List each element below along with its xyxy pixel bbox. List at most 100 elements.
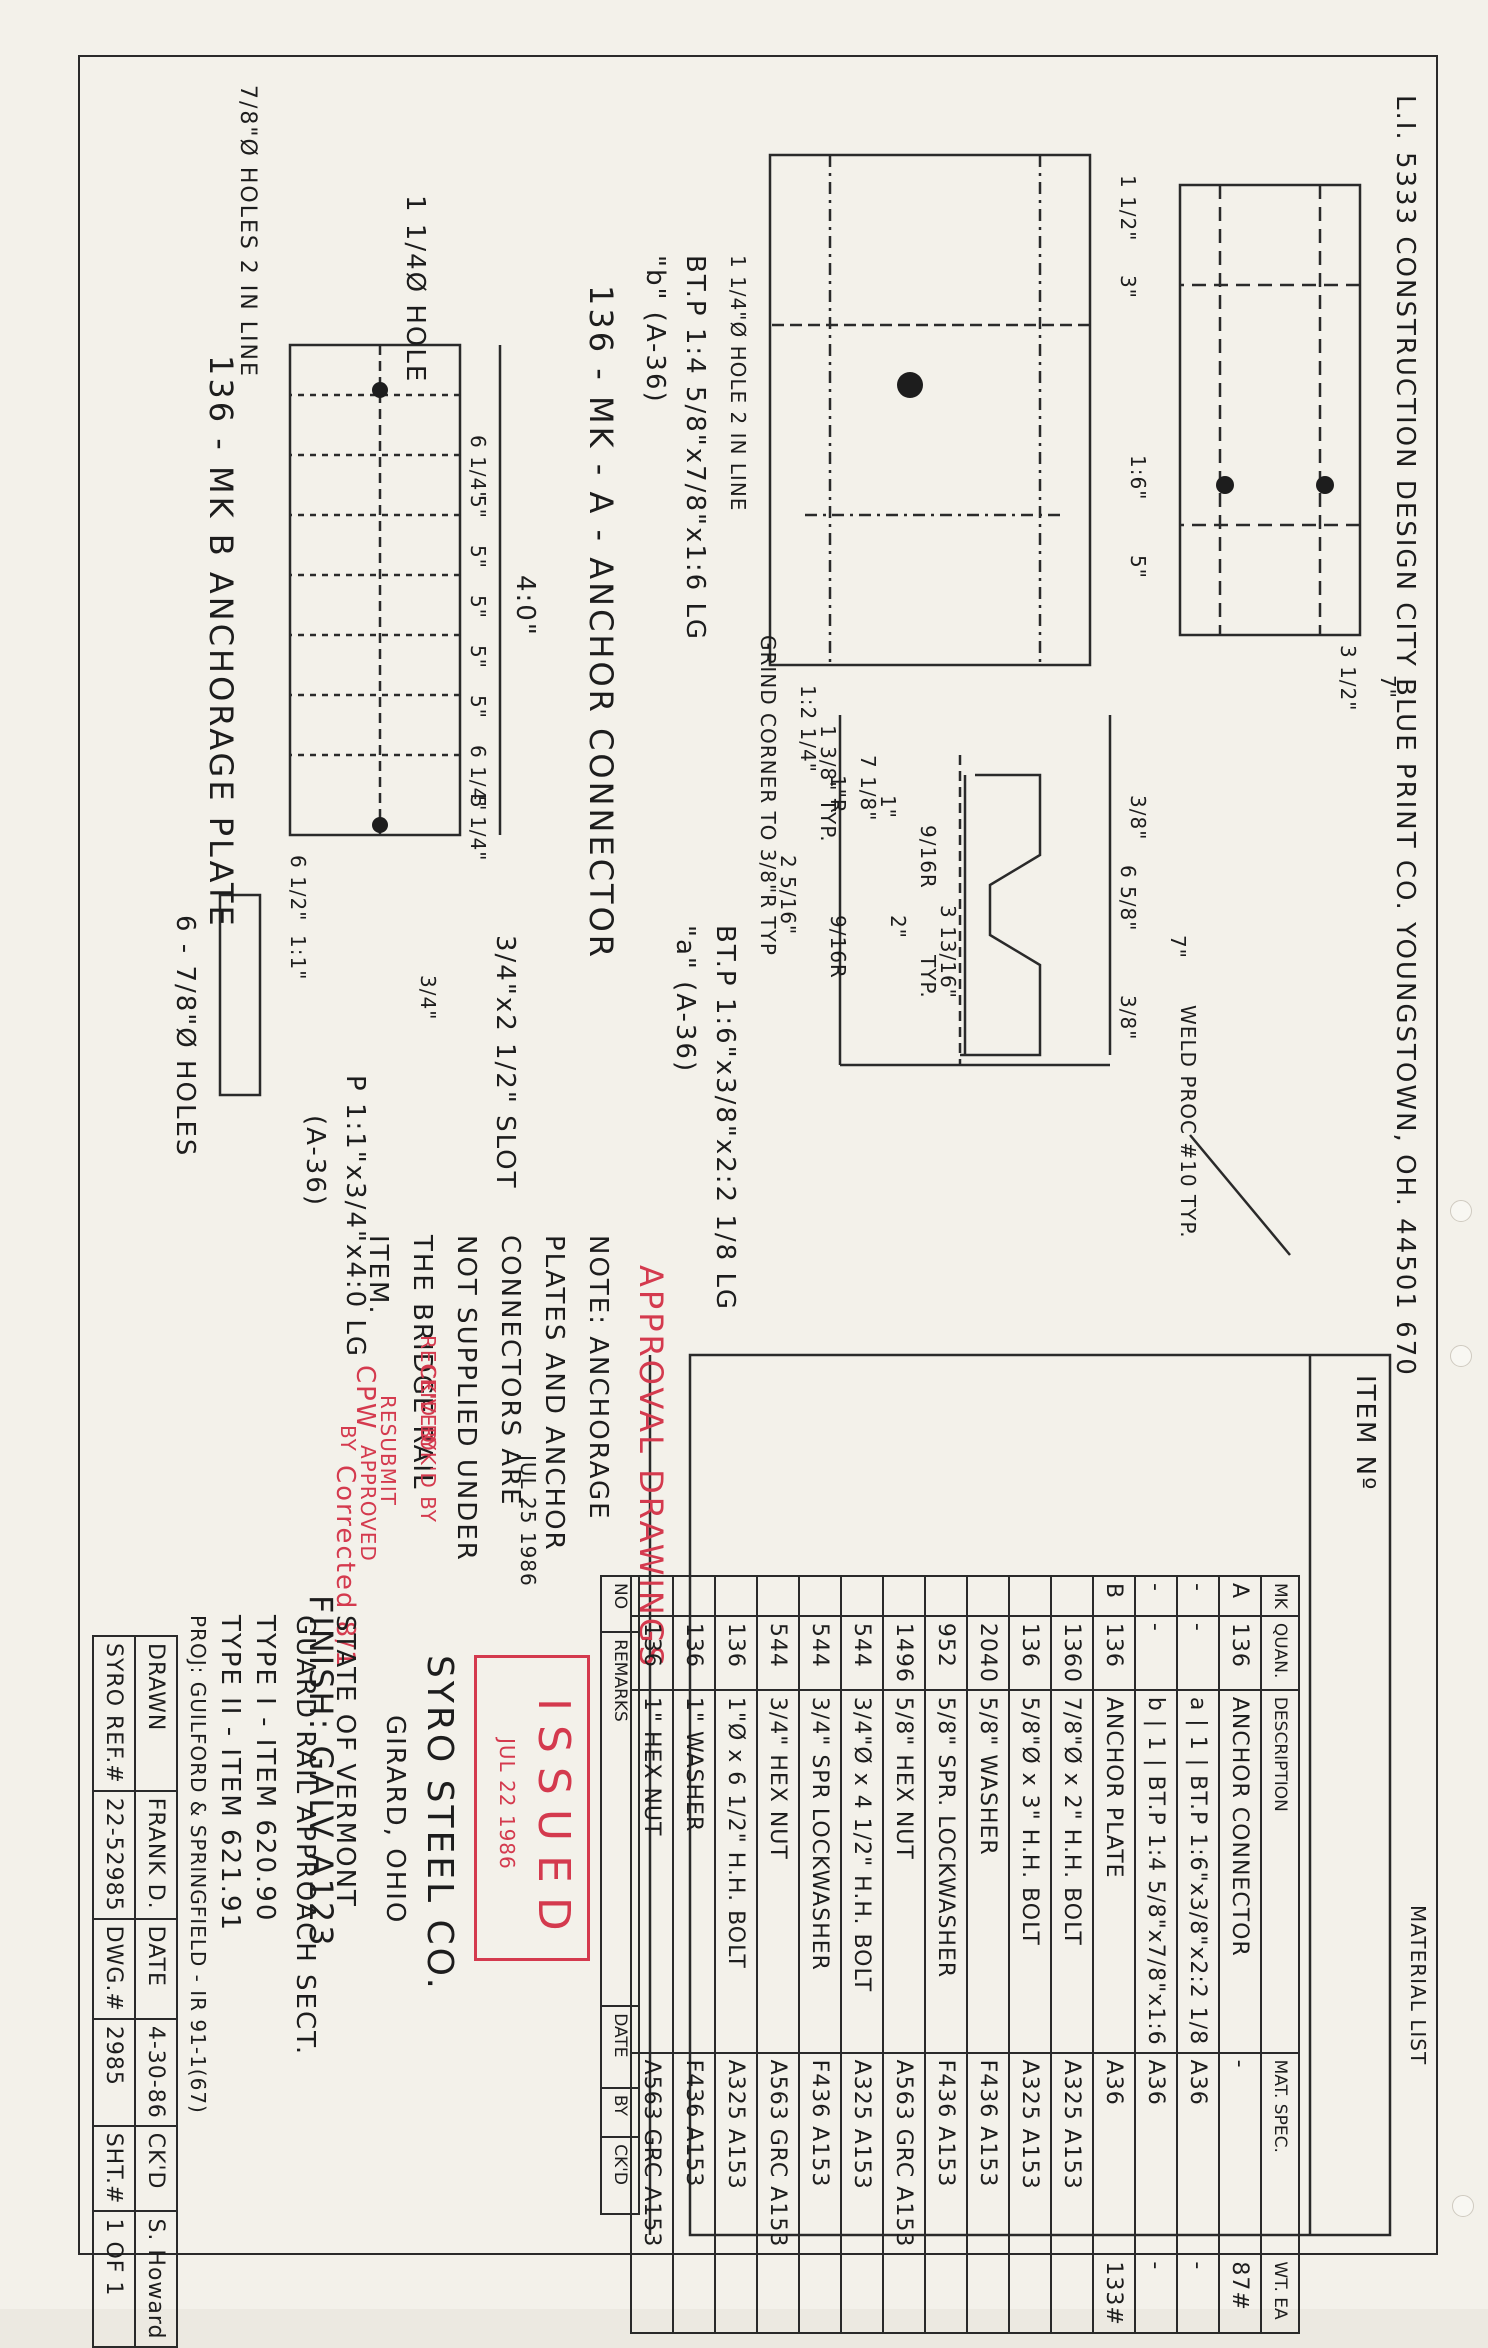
drawing-linework <box>218 153 1392 2237</box>
plate-b-view <box>768 153 1092 667</box>
plate-b-mark: "b" (A-36) <box>640 255 670 404</box>
anchorage-dim-b: 1:1" <box>286 935 310 981</box>
material-list-frame <box>688 1353 1392 2237</box>
dwg-value: 2985 <box>93 2018 135 2126</box>
ckd-value: S. Howard <box>135 2211 177 2347</box>
project-line: STATE OF VERMONT <box>330 1615 360 1908</box>
date-label: DATE <box>135 1918 177 2019</box>
spacing: 6 1/4" <box>466 435 490 502</box>
ref-value: 22-52985 <box>93 1790 135 1919</box>
anchorage-edge-view <box>218 893 262 1097</box>
ckd-label: CK'D <box>135 2125 177 2212</box>
dim: 3 1/2" <box>1336 645 1360 712</box>
dim: 1"R <box>826 775 850 814</box>
remarks-header: NO REMARKS DATE BY CK'D <box>600 1575 640 2215</box>
company-name: SYRO STEEL CO. <box>419 1655 460 1992</box>
spacing: 5" <box>466 595 490 619</box>
spacing: 5" <box>466 645 490 669</box>
punch-hole <box>1452 2195 1474 2217</box>
sheet-border <box>78 55 1438 2255</box>
hole-note: 1 1/4"Ø HOLE 2 IN LINE <box>726 255 750 512</box>
title-block-table: DRAWN FRANK D. DATE 4-30-86 CK'D S. Howa… <box>92 1635 178 2348</box>
dim: 1:6" <box>1126 455 1150 501</box>
anchorage-plate-view <box>288 343 462 837</box>
dim: 7" <box>1166 935 1190 959</box>
ref-label: SYRO REF.# <box>93 1636 135 1791</box>
project-line: TYPE II - ITEM 621.91 <box>215 1615 245 1933</box>
connector-section <box>960 773 1042 1057</box>
sht-label: SHT.# <box>93 2125 135 2212</box>
dim: 7" <box>1376 675 1400 699</box>
drawn-value: FRANK D. <box>135 1790 177 1919</box>
dim: 1" <box>876 795 900 819</box>
item-header: ITEM Nº <box>1350 1375 1380 1492</box>
col-description: DESCRIPTION <box>1261 1689 1299 2053</box>
connector-title: 136 - MK - A - ANCHOR CONNECTOR <box>582 285 620 960</box>
anchorage-hole-label: 1 1/4Ø HOLE <box>400 195 430 384</box>
dim: 2 5/16" <box>776 855 800 936</box>
dim: 6 5/8" <box>1116 865 1140 932</box>
anchorage-plate-spec: (A-36) <box>300 1115 330 1207</box>
dim: 5" <box>1126 555 1150 579</box>
project-line: GUARD RAIL APPROACH SECT. <box>290 1615 320 2057</box>
sht-value: 1 OF 1 <box>93 2211 135 2347</box>
rotated-drawing: L.I. 5333 CONSTRUCTION DESIGN CITY BLUE … <box>78 55 1440 2347</box>
dim: 2" <box>886 915 910 939</box>
col-spec: MAT. SPEC. <box>1261 2052 1299 2255</box>
project-line: PROJ: GUILFORD & SPRINGFIELD - IR 91-1(6… <box>186 1615 210 2114</box>
issued-text: ISSUED <box>528 1698 579 1945</box>
company-city: GIRARD, OHIO <box>380 1715 410 1925</box>
anchorage-title: 136 - MK B ANCHORAGE PLATE <box>202 355 240 929</box>
received-date: JUL 25 1986 <box>516 1455 540 1587</box>
weld-note: WELD PROC #10 TYP. <box>1176 1005 1200 1239</box>
col-mk: MK <box>1261 1576 1299 1616</box>
issued-stamp: ISSUED JUL 22 1986 <box>474 1655 590 1961</box>
connector-plan-view <box>1178 183 1362 637</box>
project-line: TYPE I - ITEM 620.90 <box>250 1615 280 1923</box>
anchorage-slot: 3/4"x2 1/2" SLOT <box>490 935 520 1190</box>
issued-date: JUL 22 1986 <box>495 1738 519 1870</box>
dim: 3/8" <box>1126 795 1150 841</box>
dim: 9/16R <box>826 915 850 979</box>
spacing: 5 1/4" <box>466 795 490 862</box>
punch-hole <box>1450 1200 1472 1222</box>
drawn-label: DRAWN <box>135 1636 177 1791</box>
plate-a-mark: "a" (A-36) <box>670 925 700 1074</box>
dwg-label: DWG.# <box>93 1918 135 2019</box>
anchorage-dim-a: 6 1/2" <box>286 855 310 922</box>
plate-b-label: BT.P 1:4 5/8"x7/8"x1:6 LG <box>680 255 710 642</box>
anchorage-length: 4:0" <box>510 575 540 637</box>
anchorage-holes: 6 - 7/8"Ø HOLES <box>170 915 200 1158</box>
material-list-table: MK QUAN. DESCRIPTION MAT. SPEC. WT. EA A… <box>630 1575 1300 2334</box>
plate-a-label: BT.P 1:6"x3/8"x2:2 1/8 LG <box>710 925 740 1312</box>
dim: 9/16R <box>916 825 940 889</box>
punch-hole <box>1450 1345 1472 1367</box>
dim: 3/8" <box>1116 995 1140 1041</box>
spacing: 5" <box>466 495 490 519</box>
col-quan: QUAN. <box>1261 1615 1299 1690</box>
material-list-title: MATERIAL LIST <box>1406 1905 1430 2066</box>
spacing: 5" <box>466 695 490 719</box>
hole-label-top: 7/8"Ø HOLES 2 IN LINE <box>235 85 260 378</box>
dim: TYP. <box>916 955 940 999</box>
col-wt: WT. EA <box>1261 2254 1299 2333</box>
by-label: BY <box>336 1425 360 1452</box>
okd-by-label: OK'D BY <box>416 1435 440 1523</box>
date-value: 4-30-86 <box>135 2018 177 2126</box>
dim: 3" <box>1116 275 1140 299</box>
